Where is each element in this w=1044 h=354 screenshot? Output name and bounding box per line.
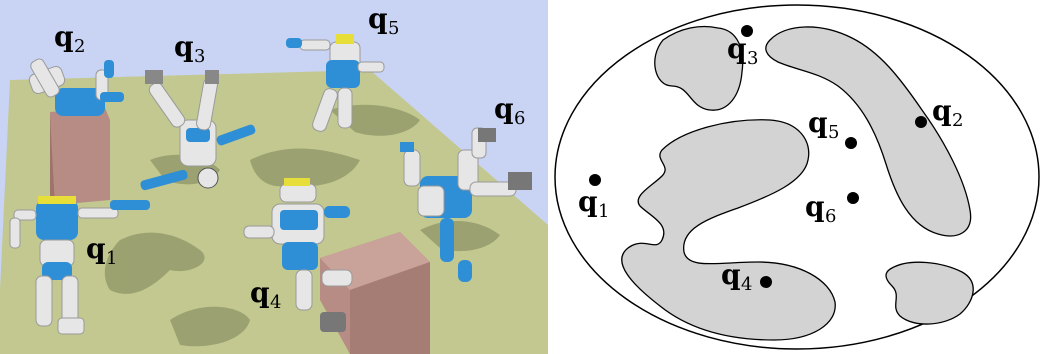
svg-text:q: q (808, 106, 828, 139)
svg-text:q: q (578, 185, 598, 218)
obstacle-regions (621, 25, 974, 341)
config-label-q6: q 6 (805, 190, 836, 227)
config-label-q1: q 1 (578, 185, 609, 222)
point-q4 (760, 276, 772, 288)
robot-scene: q 1 q 2 q 3 q 4 q 5 q 6 (0, 0, 548, 354)
svg-text:q: q (805, 190, 825, 223)
svg-text:4: 4 (741, 274, 752, 295)
svg-text:1: 1 (106, 248, 117, 269)
svg-text:5: 5 (828, 122, 839, 143)
config-label-q2: q 2 (932, 94, 963, 131)
robot-scene-canvas: q 1 q 2 q 3 q 4 q 5 q 6 (0, 0, 548, 354)
svg-text:6: 6 (514, 108, 525, 129)
svg-text:q: q (250, 276, 270, 309)
scene-label-q1: q 1 (86, 232, 117, 269)
robot-q2 (28, 58, 124, 116)
svg-text:q: q (86, 232, 106, 265)
svg-text:q: q (721, 258, 741, 291)
robot-q6 (400, 127, 532, 282)
svg-text:q: q (494, 92, 514, 125)
svg-text:2: 2 (74, 36, 85, 57)
robot-q3 (140, 70, 256, 191)
scene-label-q6: q 6 (494, 92, 525, 129)
svg-text:4: 4 (270, 292, 281, 313)
configuration-space-canvas: q 1 q 2 q 3 q 4 q 5 q 6 (554, 4, 1040, 350)
config-label-q4: q 4 (721, 258, 752, 295)
scene-label-q2: q 2 (54, 20, 85, 57)
svg-text:3: 3 (747, 48, 758, 69)
point-q5 (845, 137, 857, 149)
svg-text:q: q (54, 20, 74, 53)
box-left (50, 108, 110, 205)
point-q1 (589, 174, 601, 186)
obstacle-bottom-right (885, 261, 974, 325)
config-label-q5: q 5 (808, 106, 839, 143)
svg-text:3: 3 (194, 46, 205, 67)
point-q6 (847, 192, 859, 204)
svg-text:q: q (174, 30, 194, 63)
svg-text:5: 5 (388, 18, 399, 39)
scene-label-q4: q 4 (250, 276, 281, 313)
svg-text:1: 1 (598, 201, 609, 222)
obstacle-top-right-arm (765, 26, 972, 237)
obstacle-center (621, 119, 836, 341)
svg-text:q: q (368, 2, 388, 35)
obstacle-top-left (654, 25, 744, 111)
robot-q5 (286, 34, 385, 132)
svg-text:q: q (727, 32, 747, 65)
scene-label-q3: q 3 (174, 30, 205, 67)
config-points (589, 25, 927, 288)
scene-label-q5: q 5 (368, 2, 399, 39)
point-q3 (741, 25, 753, 37)
point-q2 (915, 116, 927, 128)
configuration-space: q 1 q 2 q 3 q 4 q 5 q 6 (552, 0, 1044, 354)
robot-q4 (243, 178, 353, 332)
robot-q1 (9, 196, 150, 335)
svg-text:2: 2 (952, 110, 963, 131)
svg-text:q: q (932, 94, 952, 127)
config-label-q3: q 3 (727, 32, 758, 69)
svg-text:6: 6 (825, 206, 836, 227)
